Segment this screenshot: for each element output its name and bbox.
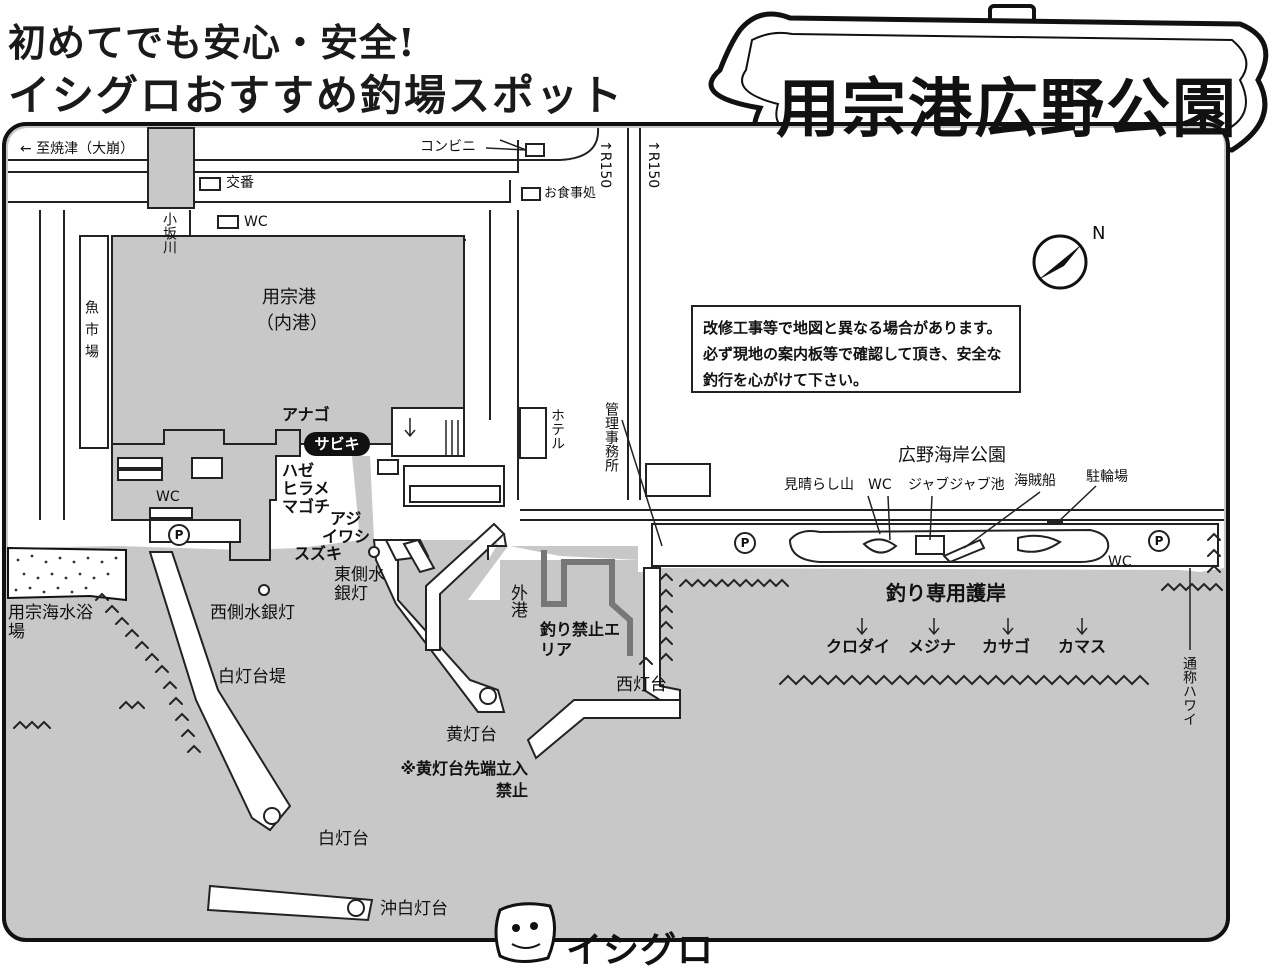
label-r150-a: ↑R150 [597, 140, 613, 189]
label-west-light: 西側水銀灯 [210, 603, 295, 623]
brand-logo-text: イシグロ [566, 930, 715, 971]
label-suzuki: スズキ [294, 544, 343, 563]
label-white-lighthouse: 白灯台 [318, 829, 369, 849]
label-outer-port: 外港 [507, 584, 527, 618]
parking-icon: P [1148, 530, 1170, 552]
heading-line-2: イシグロおすすめ釣場スポット [8, 71, 625, 120]
label-seawall: 釣り専用護岸 [886, 581, 1006, 605]
label-fish-market: 魚市場 [83, 300, 99, 366]
label-anago: アナゴ [282, 405, 330, 424]
label-east-light: 東側水銀灯 [334, 565, 385, 604]
label-inner-port: 用宗港 [262, 287, 316, 308]
label-bike-parking: 駐輪場 [1086, 469, 1128, 485]
label-hawaii: 通称ハワイ [1181, 656, 1197, 726]
parking-icon: P [734, 532, 756, 554]
compass-icon [1032, 234, 1088, 290]
label-magochi: マゴチ [282, 497, 331, 516]
tetrapods [13, 532, 1223, 753]
heading-line-1: 初めてでも安心・安全! [8, 20, 416, 65]
label-west-lighthouse: 西灯台 [616, 675, 667, 695]
label-park-wc: WC [868, 477, 892, 493]
notice-box: 改修工事等で地図と異なる場合があります。必ず現地の案内板等で確認して頂き、安全な… [691, 305, 1021, 393]
label-pirate-ship: 海賊船 [1014, 473, 1056, 489]
label-lookout: 見晴らし山 [784, 477, 854, 493]
direction-arrows [404, 139, 1097, 636]
label-inner-port-sub: （内港） [256, 313, 328, 334]
beach-dots [14, 554, 118, 594]
spot-name-sign: 用宗港広野公園 [776, 73, 1238, 147]
label-beach: 用宗海水浴場 [8, 603, 93, 642]
label-conbini: コンビニ [420, 139, 476, 155]
label-white-breakwater: 白灯台堤 [218, 667, 286, 687]
label-river: 小坂川 [161, 212, 177, 254]
label-kasago: カサゴ [982, 637, 1031, 656]
label-haze: ハゼ [282, 461, 315, 480]
no-fishing-boundary [541, 550, 633, 656]
label-no-fishing: 釣り禁止エリア [540, 620, 621, 659]
label-yellow-warning: ※黄灯台先端立入禁止 [400, 759, 528, 800]
sabiki-badge: サビキ [304, 432, 370, 456]
label-admin-office: 管理事務所 [603, 402, 619, 472]
label-police-box: 交番 [226, 175, 254, 191]
label-to-yaizu: ← 至焼津（大崩） [20, 141, 135, 157]
label-wc-top: WC [244, 214, 268, 230]
label-wc-right: WC [1108, 554, 1132, 570]
parking-icon: P [168, 524, 190, 546]
label-kamasu: カマス [1058, 637, 1107, 656]
light-markers [258, 546, 497, 917]
wooden-sign [708, 4, 1269, 200]
label-yellow-lighthouse: 黄灯台 [446, 725, 497, 745]
label-r150-b: ↑R150 [645, 140, 661, 189]
label-iwashi: イワシ [322, 527, 371, 546]
label-restaurant: お食事処 [544, 186, 597, 201]
label-pond: ジャブジャブ池 [908, 477, 1005, 493]
label-kurodai: クロダイ [826, 637, 891, 656]
piers [148, 522, 681, 922]
label-offshore-white: 沖白灯台 [380, 899, 448, 919]
label-wc-left: WC [156, 489, 180, 505]
label-hotel: ホテル [549, 408, 565, 450]
label-hirame: ヒラメ [282, 479, 330, 498]
brand-mascot-icon [494, 902, 556, 963]
compass-north-label: N [1092, 223, 1106, 244]
label-aji: アジ [330, 509, 362, 528]
label-mejina: メジナ [908, 637, 957, 656]
label-park: 広野海岸公園 [898, 445, 1006, 466]
